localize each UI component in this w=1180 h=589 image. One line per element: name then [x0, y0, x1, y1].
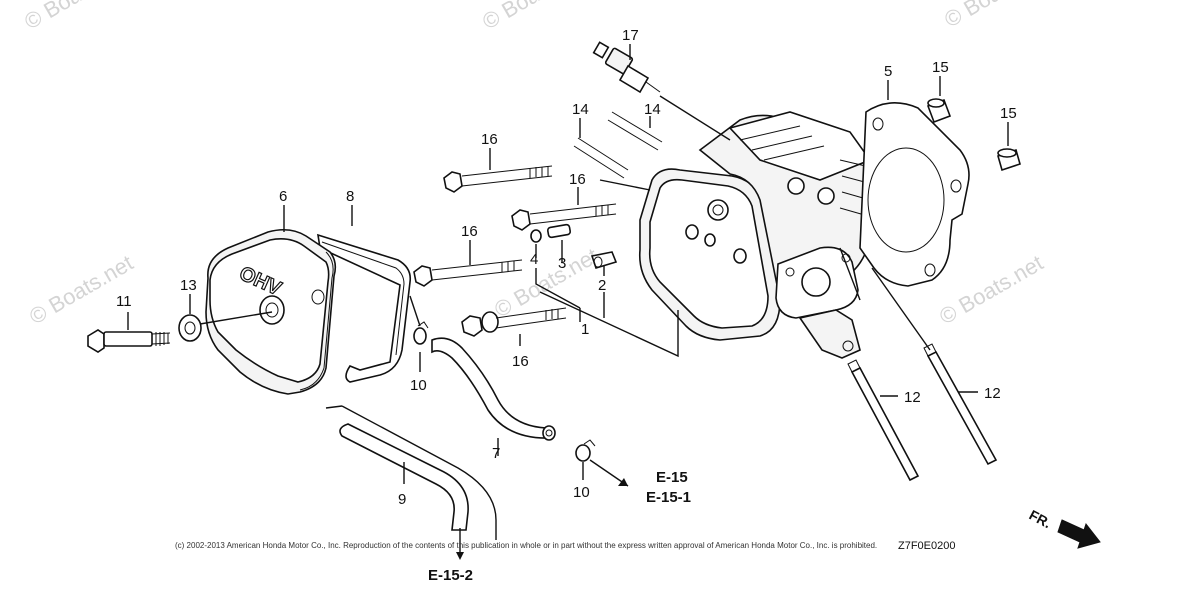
part-label-12-left: 12	[904, 389, 921, 406]
part-label-4: 4	[530, 251, 538, 268]
part-label-16-top: 16	[481, 131, 498, 148]
studs-14-drawing	[573, 111, 663, 179]
front-marker-label: FR.	[1027, 507, 1054, 532]
watermark-3: © Boats.net	[940, 0, 1052, 32]
part-label-14-left: 14	[572, 101, 589, 118]
head-cover-drawing: OHV	[205, 228, 412, 395]
part-label-3: 3	[558, 255, 566, 272]
part-label-12-right: 12	[984, 385, 1001, 402]
watermark-1: © Boats.net	[20, 0, 132, 34]
part-label-16-third: 16	[461, 223, 478, 240]
front-direction-marker: FR.	[1027, 507, 1101, 549]
part-label-15-left: 15	[932, 59, 949, 76]
part-label-8: 8	[346, 188, 354, 205]
drawing-code-backdrop	[896, 539, 972, 551]
reference-e-15-1: E-15-1	[646, 489, 691, 506]
drawing-code: Z7F0E0200	[898, 540, 955, 552]
watermark-2: © Boats.net	[478, 0, 590, 34]
part-label-15-right: 15	[1000, 105, 1017, 122]
head-gasket-5-drawing	[859, 102, 970, 287]
part-label-17: 17	[622, 27, 639, 44]
part-label-14-right: 14	[644, 101, 661, 118]
part-label-6: 6	[279, 188, 287, 205]
reference-e-15-2: E-15-2	[428, 567, 473, 584]
part-label-2: 2	[598, 277, 606, 294]
part-label-16-bottom: 16	[512, 353, 529, 370]
tube-9-drawing	[325, 405, 497, 540]
part-labels: 1 2 3 4 5 6 7 8 9 10 10 11 12 12 13 14 1…	[116, 27, 1017, 508]
spark-plug-17-drawing	[592, 41, 661, 94]
part-label-9: 9	[398, 491, 406, 508]
breather-tube-7-drawing	[431, 337, 556, 441]
part-label-13: 13	[180, 277, 197, 294]
watermark-6: © Boats.net	[935, 250, 1047, 329]
reference-labels: E-15 E-15-1 E-15-2	[428, 469, 691, 584]
clip-10-lower-drawing	[575, 439, 596, 462]
cylinder-head-drawing	[638, 111, 879, 359]
part-label-10-lower: 10	[573, 484, 590, 501]
washer-13-drawing	[178, 314, 202, 342]
watermark-4: © Boats.net	[25, 250, 137, 329]
dowels-15-drawing	[926, 98, 1021, 172]
bolts-16-drawing	[413, 165, 617, 337]
small-parts-2-3-4-drawing	[530, 223, 618, 269]
clip-10-upper-drawing	[413, 321, 429, 345]
copyright-notice: (c) 2002-2013 American Honda Motor Co., …	[175, 541, 877, 550]
bolt-11-drawing	[87, 329, 171, 353]
part-label-10-upper: 10	[410, 377, 427, 394]
part-label-5: 5	[884, 63, 892, 80]
studs-12-drawing	[847, 343, 998, 482]
part-label-1: 1	[581, 321, 589, 338]
leader-lines	[127, 44, 1009, 560]
part-label-11: 11	[116, 293, 132, 310]
reference-e-15: E-15	[656, 469, 688, 486]
part-label-7: 7	[492, 445, 500, 462]
part-label-16-second: 16	[569, 171, 586, 188]
